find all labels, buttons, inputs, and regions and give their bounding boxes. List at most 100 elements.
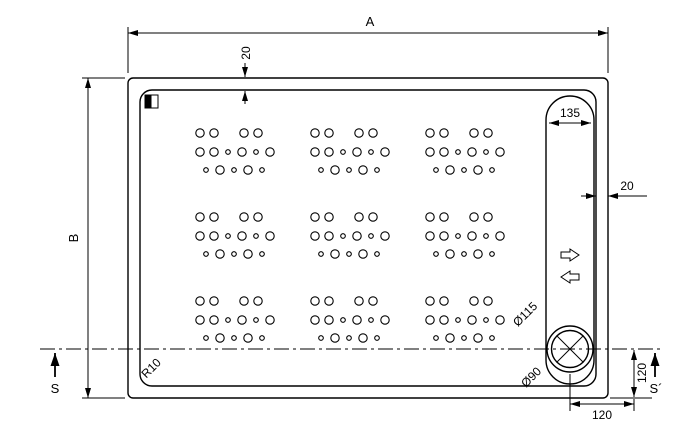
- drain-hole: [368, 296, 378, 306]
- drain-hole: [340, 317, 346, 323]
- drain-hole: [495, 147, 505, 157]
- drain-hole: [231, 167, 237, 173]
- drain-hole: [318, 251, 324, 257]
- drain-hole: [425, 128, 435, 138]
- drain-hole: [425, 212, 435, 222]
- drain-hole: [483, 296, 493, 306]
- drain-hole: [346, 167, 352, 173]
- label-background: [552, 105, 588, 121]
- drain-hole: [433, 251, 439, 257]
- drain-hole: [455, 317, 461, 323]
- drain-hole: [324, 231, 334, 241]
- flow-arrow-left-icon: [560, 270, 580, 284]
- drain-hole: [209, 147, 219, 157]
- anti-slip-hole-pattern: [195, 128, 505, 343]
- drain-hole: [253, 212, 263, 222]
- drain-hole: [425, 315, 435, 325]
- dim-offset-bottom: 120: [569, 374, 635, 422]
- drain-hole: [203, 335, 209, 341]
- drain-hole: [253, 149, 259, 155]
- drain-hole: [467, 147, 477, 157]
- drain-hole: [445, 165, 455, 175]
- drain-hole: [483, 317, 489, 323]
- drain-hole: [340, 233, 346, 239]
- drain-hole: [445, 333, 455, 343]
- drain-hole: [469, 128, 479, 138]
- drain-outer-circle: [546, 325, 594, 373]
- drain-hole: [310, 296, 320, 306]
- drain-hole: [374, 335, 380, 341]
- drain: [546, 325, 594, 373]
- drain-hole: [209, 212, 219, 222]
- section-left-label: S: [51, 381, 60, 396]
- drain-hole: [358, 333, 368, 343]
- drain-hole: [259, 167, 265, 173]
- drain-hole: [324, 147, 334, 157]
- dim-width-a: A: [127, 14, 609, 73]
- corner-radius-label: R10: [138, 355, 164, 381]
- section-marker-right: S´: [650, 353, 663, 396]
- drain-hole: [374, 251, 380, 257]
- drain-hole: [354, 212, 364, 222]
- drain-hole: [265, 231, 275, 241]
- drain-hole: [231, 335, 237, 341]
- drain-hole: [330, 165, 340, 175]
- drain-hole: [195, 147, 205, 157]
- drain-hole: [239, 128, 249, 138]
- drain-hole: [239, 212, 249, 222]
- drain-hole: [380, 147, 390, 157]
- drain-hole: [225, 233, 231, 239]
- drain-inner-circle: [550, 329, 590, 369]
- drain-hole: [433, 167, 439, 173]
- drain-hole: [467, 315, 477, 325]
- drain-hole: [439, 231, 449, 241]
- drain-hole: [461, 335, 467, 341]
- drain-hole: [265, 147, 275, 157]
- flow-arrows: [560, 248, 580, 284]
- drain-hole: [483, 149, 489, 155]
- drain-hole: [237, 147, 247, 157]
- section-marker-left: S: [50, 353, 60, 396]
- drain-hole: [439, 212, 449, 222]
- drain-hole: [495, 231, 505, 241]
- drain-hole: [439, 147, 449, 157]
- drain-hole: [243, 249, 253, 259]
- flow-arrow-right-icon: [560, 248, 580, 262]
- brand-mark-icon: [144, 94, 159, 109]
- drain-hole: [354, 128, 364, 138]
- section-right-label: S´: [650, 381, 663, 396]
- dim-slot-width: 135: [549, 105, 591, 126]
- drain-hole: [455, 233, 461, 239]
- drain-hole: [473, 249, 483, 259]
- drain-hole: [346, 335, 352, 341]
- drain-hole: [352, 231, 362, 241]
- drain-hole: [469, 296, 479, 306]
- drain-hole: [195, 212, 205, 222]
- drain-hole: [358, 249, 368, 259]
- drain-hole: [203, 167, 209, 173]
- drain-hole: [445, 249, 455, 259]
- drain-hole: [324, 296, 334, 306]
- drain-hole: [209, 231, 219, 241]
- drain-hole: [195, 315, 205, 325]
- drain-hole: [324, 212, 334, 222]
- drain-hole: [368, 128, 378, 138]
- drain-hole: [215, 249, 225, 259]
- drain-hole: [489, 167, 495, 173]
- drain-hole: [425, 231, 435, 241]
- drain-hole: [243, 333, 253, 343]
- tray-outline: [127, 77, 609, 399]
- drain-hole: [455, 149, 461, 155]
- tray-inner-edge: [139, 89, 597, 387]
- dim-offset-right-label: 120: [635, 363, 649, 383]
- drain-hole: [368, 233, 374, 239]
- drain-hole: [473, 165, 483, 175]
- tray-outer-edge: [127, 77, 609, 399]
- drain-hole: [253, 128, 263, 138]
- drain-hole: [380, 315, 390, 325]
- drain-cross-line: [556, 335, 584, 363]
- drain-hole: [352, 147, 362, 157]
- drain-hole: [368, 212, 378, 222]
- dim-height-b: B: [66, 77, 125, 399]
